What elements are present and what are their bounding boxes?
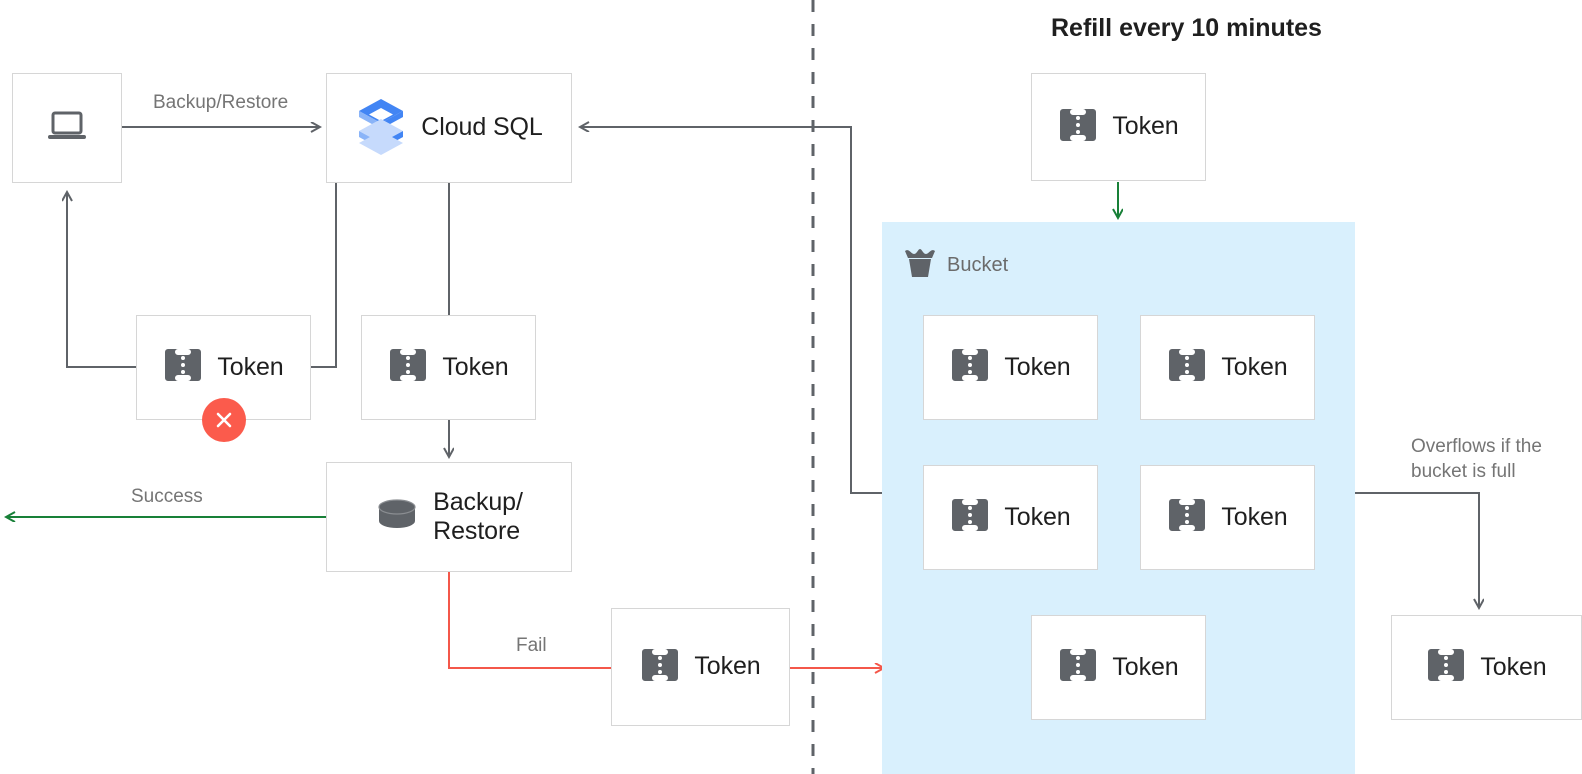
edge-label-fail: Fail	[516, 635, 547, 656]
node-token-fail-label: Token	[694, 652, 761, 681]
edge-label-success: Success	[131, 486, 203, 507]
node-token-overflow[interactable]: Token	[1391, 615, 1582, 720]
node-token-rejected-label: Token	[217, 352, 284, 381]
node-token-overflow-label: Token	[1480, 652, 1547, 681]
node-token-refill[interactable]: Token	[1031, 73, 1206, 181]
node-cloud-sql-label: Cloud SQL	[421, 113, 543, 142]
cloud-sql-icon	[355, 97, 407, 160]
error-x-badge	[202, 398, 246, 442]
token-icon	[640, 648, 680, 686]
node-token-bucket-1-label: Token	[1004, 352, 1071, 381]
node-cloud-sql[interactable]: Cloud SQL	[326, 73, 572, 183]
node-token-bucket-4[interactable]: Token	[1140, 465, 1315, 570]
token-icon	[1167, 499, 1207, 536]
bucket-header-label: Bucket	[947, 254, 1009, 276]
edge-token-rejected-to-client	[67, 192, 136, 368]
close-icon	[216, 412, 232, 428]
token-icon	[388, 349, 428, 386]
database-icon	[375, 497, 419, 538]
node-token-bucket-5-label: Token	[1112, 652, 1179, 681]
token-icon	[1426, 649, 1466, 686]
node-token-bucket-1[interactable]: Token	[923, 315, 1098, 420]
token-icon	[950, 349, 990, 386]
bucket-header: Bucket	[903, 247, 1008, 284]
token-icon	[1058, 108, 1098, 146]
node-token-accepted[interactable]: Token	[361, 315, 536, 420]
node-client[interactable]	[12, 73, 122, 183]
bucket-icon	[903, 247, 937, 284]
token-icon	[1058, 649, 1098, 686]
node-token-bucket-5[interactable]: Token	[1031, 615, 1206, 720]
node-backup-restore-label: Backup/ Restore	[433, 487, 523, 546]
node-backup-restore[interactable]: Backup/ Restore	[326, 462, 572, 572]
node-token-bucket-4-label: Token	[1221, 502, 1288, 531]
laptop-icon	[46, 109, 88, 148]
edge-bucket-overflow	[1355, 492, 1479, 608]
node-token-refill-label: Token	[1112, 112, 1179, 141]
edge-label-overflow: Overflows if the bucket is full	[1411, 436, 1542, 482]
node-token-bucket-3-label: Token	[1004, 502, 1071, 531]
page-title: Refill every 10 minutes	[1051, 14, 1322, 42]
node-token-fail[interactable]: Token	[611, 608, 790, 726]
node-token-bucket-2[interactable]: Token	[1140, 315, 1315, 420]
edge-cloudsql-to-token-rejected	[311, 183, 337, 368]
token-icon	[1167, 349, 1207, 386]
edge-bucket-to-cloudsql	[580, 127, 884, 494]
node-token-accepted-label: Token	[442, 352, 509, 381]
edge-label-backup-restore: Backup/Restore	[153, 92, 289, 113]
token-icon	[950, 499, 990, 536]
token-icon	[163, 349, 203, 386]
node-token-bucket-3[interactable]: Token	[923, 465, 1098, 570]
node-token-bucket-2-label: Token	[1221, 352, 1288, 381]
